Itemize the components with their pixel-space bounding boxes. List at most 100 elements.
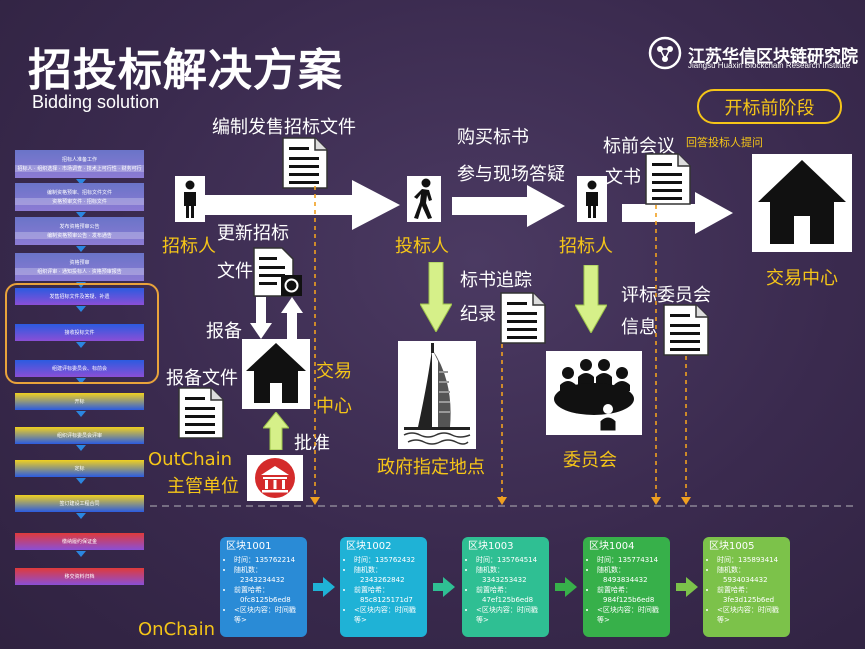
document-icon-track	[500, 292, 546, 344]
arrow-right-icon	[433, 577, 455, 597]
flow-step-title: 签订建设工程合同	[59, 501, 100, 507]
slide-title: 招投标解决方案	[28, 45, 343, 96]
block-content: <区块内容：时间戳等>	[597, 605, 664, 625]
label-committee-info-1: 评标委员会	[621, 285, 711, 306]
flow-step-title: 编制资格预审、招标文件文件	[46, 190, 112, 196]
block-title: 区块1005	[709, 541, 755, 552]
person-icon-tenderer	[175, 176, 205, 222]
label-trade-2: 中心	[316, 396, 352, 417]
flow-step-6: 接收投标文件	[15, 324, 144, 341]
block-rand: 随机数： 8493834432	[597, 565, 664, 585]
block-prev-label: 前置哈希：	[234, 586, 269, 594]
block-prev-hash: 前置哈希：47ef125b6ed8	[476, 585, 543, 605]
document-icon-compile	[282, 137, 328, 189]
block-time-value: 135774314	[618, 556, 659, 564]
flow-connector-arrow	[76, 306, 86, 312]
block-prev-hash: 前置哈希： 984f125b6ed8	[597, 585, 664, 605]
label-document: 文书	[605, 167, 641, 188]
block-time-label: 时间：	[476, 556, 497, 564]
flow-arrow-1	[202, 180, 400, 230]
block-rand: 随机数：5934034432	[717, 565, 784, 585]
block-prev-label: 前置哈希：	[354, 586, 389, 594]
arrow-down-committee	[575, 265, 607, 333]
block-rand-label: 随机数：	[597, 566, 625, 574]
block-card: 区块1002时间：135762432随机数：2343262842前置哈希：85c…	[340, 537, 427, 637]
block-prev-value: 984f125b6ed8	[603, 596, 655, 604]
label-compile-docs: 编制发售招标文件	[212, 117, 356, 138]
block-rand: 随机数：2343262842	[354, 565, 421, 585]
block-rand-label: 随机数：	[234, 566, 262, 574]
block-rand-value: 2343234432	[240, 576, 285, 584]
block-time-value: 135762432	[375, 556, 416, 564]
block-time: 时间：135762214	[234, 555, 301, 565]
block-prev-hash: 前置哈希：0fc8125b6ed8	[234, 585, 301, 605]
block-card: 区块1004时间：135774314随机数：8493834432前置哈希：984…	[583, 537, 670, 637]
landmark-building-icon	[398, 341, 476, 449]
flowchart-highlight-frame	[5, 283, 159, 384]
block-prev-value: 85c8125171d7	[360, 596, 413, 604]
flow-step-title: 招标人准备工作	[61, 157, 97, 163]
label-update-docs-1: 更新招标	[217, 223, 289, 244]
block-title: 区块1004	[589, 541, 635, 552]
arrow-right-icon	[555, 577, 577, 597]
block-rand-value: 3343253432	[482, 576, 527, 584]
flow-connector-arrow	[76, 342, 86, 348]
block-prev-hash: 前置哈希：3fe3d125b6ed	[717, 585, 784, 605]
flow-step-5: 发售招标文件及答疑、补遗	[15, 288, 144, 305]
arrow-right-icon	[676, 577, 698, 597]
label-onchain: OnChain	[138, 619, 215, 640]
institute-logo-icon	[648, 36, 682, 70]
meeting-table-icon	[546, 351, 642, 435]
block-rand-label: 随机数：	[476, 566, 504, 574]
document-icon-filing	[178, 387, 224, 439]
flow-step-7: 组建评标委员会、标前会	[15, 360, 144, 377]
person-icon-tenderer-2	[577, 176, 607, 222]
block-time-label: 时间：	[597, 556, 618, 564]
government-building-icon	[247, 455, 303, 501]
flow-step-title: 组建评标委员会、标前会	[51, 366, 107, 372]
block-time: 时间：135774314	[597, 555, 664, 565]
block-fields: 时间：135893414随机数：5934034432前置哈希：3fe3d125b…	[709, 555, 784, 625]
slide-subtitle: Bidding solution	[32, 92, 160, 112]
label-approve: 批准	[294, 433, 330, 454]
label-bidder: 投标人	[395, 236, 449, 257]
block-card: 区块1003 时间：135764514 随机数： 3343253432前置哈希：47e…	[462, 537, 549, 637]
walking-person-icon	[407, 176, 441, 222]
block-card: 区块1001 时间：135762214随机数： 2343234432前置哈希：0fc…	[220, 537, 307, 637]
document-icon-meeting	[645, 153, 691, 205]
block-fields: 时间：135774314随机数：8493834432前置哈希：984f125b6…	[589, 555, 664, 625]
label-gov-site: 政府指定地点	[377, 457, 485, 478]
document-icon-committee	[663, 304, 709, 356]
block-time-label: 时间：	[354, 556, 375, 564]
block-content: <区块内容：时间戳等>	[234, 605, 301, 625]
block-prev-hash: 前置哈希： 85c8125171d7	[354, 585, 421, 605]
flow-connector-arrow	[76, 478, 86, 484]
block-content-text: <区块内容：时间戳等>	[597, 606, 659, 624]
label-qa-site: 参与现场答疑	[457, 164, 565, 185]
block-fields: 时间：135762214随机数： 2343234432前置哈希：0fc8125b6…	[226, 555, 301, 625]
block-prev-label: 前置哈希：	[597, 586, 632, 594]
flow-connector-arrow	[76, 445, 86, 451]
flow-connector-arrow	[76, 551, 86, 557]
label-track-1: 标书追踪	[460, 270, 532, 291]
flow-step-title: 资格预审	[69, 260, 90, 266]
block-time-label: 时间：	[234, 556, 255, 564]
block-content-text: <区块内容：时间戳等>	[476, 606, 538, 624]
block-time: 时间：135762432	[354, 555, 421, 565]
arrow-up-approve	[263, 412, 289, 450]
arrow-right-icon	[313, 577, 335, 597]
house-icon-trade-center-small	[242, 339, 310, 409]
block-rand-label: 随机数：	[717, 566, 745, 574]
block-content-text: <区块内容：时间戳等>	[354, 606, 416, 624]
label-committee-info-2: 信息	[621, 317, 657, 338]
block-title: 区块1001	[226, 541, 272, 552]
block-rand-value: 8493834432	[603, 576, 648, 584]
block-content: <区块内容：时间戳等>	[476, 605, 543, 625]
block-time-value: 135764514	[497, 556, 538, 564]
flow-step-title: 发布资格预审公告	[59, 224, 100, 230]
block-title: 区块1003	[468, 541, 514, 552]
label-track-2: 纪录	[460, 304, 496, 325]
block-prev-value: 47ef125b6ed8	[482, 596, 534, 604]
label-pre-meeting: 标前会议	[603, 136, 675, 157]
flow-step-title: 定标	[74, 466, 85, 472]
